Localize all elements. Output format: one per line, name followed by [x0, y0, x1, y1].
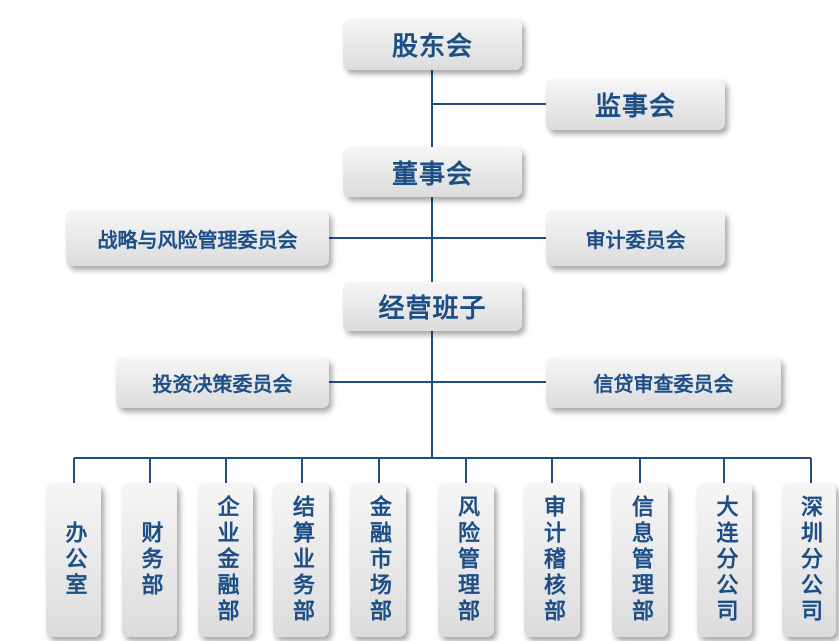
- branch-shenzhen: 深圳分公司: [782, 483, 836, 637]
- management-box: 经营班子: [343, 282, 522, 331]
- strategy-risk-committee-box: 战略与风险管理委员会: [66, 210, 329, 266]
- shareholders-box: 股东会: [343, 19, 522, 70]
- department-audit: 审计稽核部: [524, 483, 580, 637]
- supervisors-box: 监事会: [546, 79, 725, 130]
- credit-committee-box: 信贷审查委员会: [546, 357, 781, 408]
- department-risk-management: 风险管理部: [438, 483, 494, 637]
- department-settlement: 结算业务部: [273, 483, 329, 637]
- audit-committee-box: 审计委员会: [546, 210, 725, 266]
- department-information: 信息管理部: [612, 483, 668, 637]
- department-corporate-finance: 企业金融部: [198, 483, 253, 637]
- department-finance: 财务部: [122, 483, 177, 637]
- board-box: 董事会: [343, 147, 522, 197]
- department-office: 办公室: [46, 483, 101, 637]
- branch-dalian: 大连分公司: [697, 483, 752, 637]
- investment-committee-box: 投资决策委员会: [116, 357, 329, 408]
- department-financial-markets: 金融市场部: [350, 483, 406, 637]
